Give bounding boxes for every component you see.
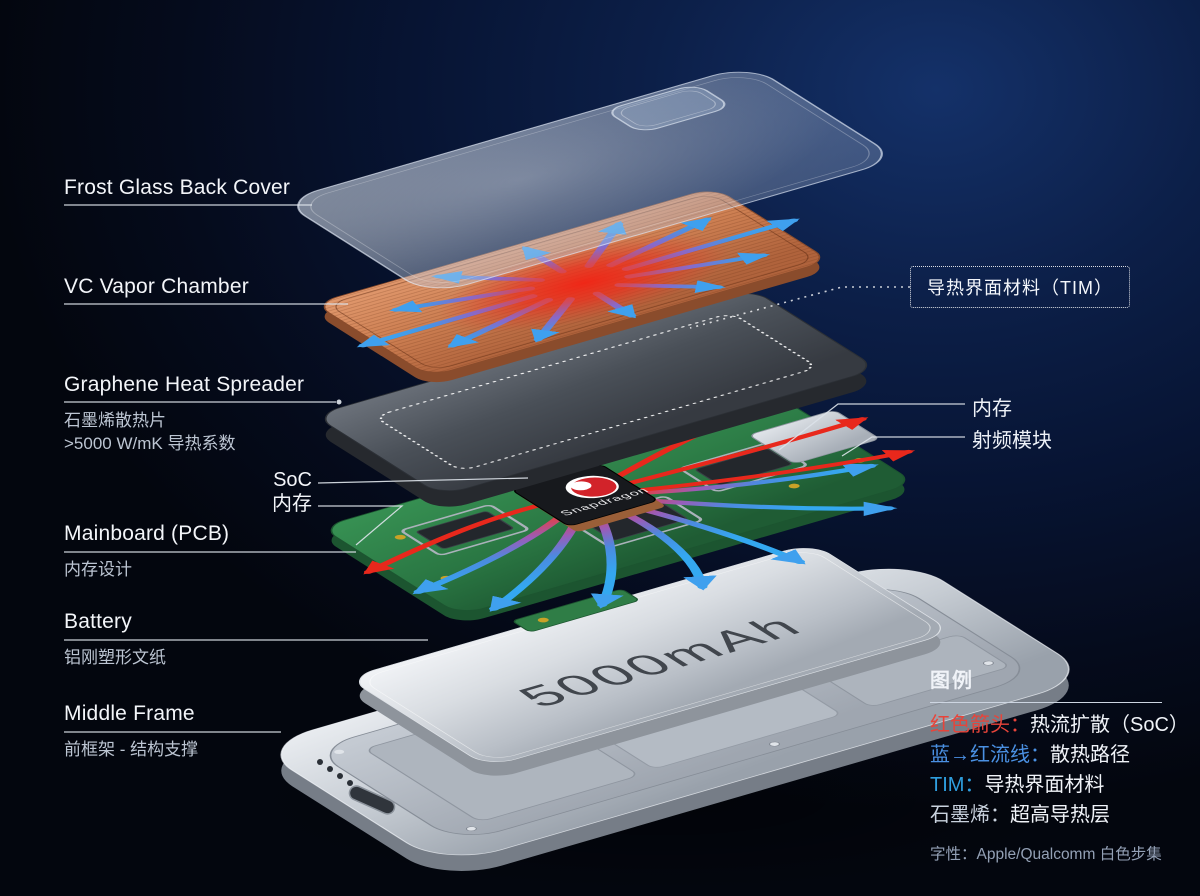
leader-rf-module	[841, 436, 965, 457]
label-soc: SoC 内存	[232, 468, 312, 516]
middle-frame-title: Middle Frame	[64, 702, 195, 725]
legend-key: TIM：	[930, 774, 985, 796]
mainboard-layer: Snapdragon	[330, 393, 916, 621]
tim-callout-box: 导热界面材料（TIM）	[910, 266, 1130, 308]
battery-layer: 5000mAh	[359, 548, 941, 776]
leader-lines	[64, 204, 965, 733]
legend-item-red-arrow: 红色箭头：热流扩散（SoC）	[930, 714, 1189, 736]
graphene-sub1: 石墨烯散热片	[64, 411, 166, 430]
legend-key: 石墨烯：	[930, 804, 1010, 826]
leader-memory-right	[778, 403, 965, 451]
tim-dotted-outline	[379, 315, 813, 469]
legend-item-tim: TIM：导热界面材料	[930, 774, 1180, 796]
legend-desc: 热流扩散（SoC）	[1030, 714, 1189, 736]
leader-soc	[317, 477, 529, 484]
label-middle-frame: Middle Frame 前框架 - 结构支撑	[64, 701, 198, 761]
soc-chip: Snapdragon	[514, 465, 664, 532]
label-battery: Battery 铝刚塑形文纸	[64, 609, 166, 669]
leader-tim-dotted	[689, 286, 910, 329]
label-vc-vapor-chamber: VC Vapor Chamber	[64, 274, 249, 300]
legend-footnote: 字性：Apple/Qualcomm 白色步集	[930, 846, 1162, 863]
graphene-subtext: 石墨烯散热片 >5000 W/mK 导热系数	[64, 409, 304, 455]
graphene-sub2: >5000 W/mK 导热系数	[64, 434, 236, 453]
frost-glass-layer	[297, 71, 883, 289]
frost-glass-title: Frost Glass Back Cover	[64, 176, 291, 199]
legend-desc: 散热路径	[1050, 744, 1130, 766]
frame-port-details	[317, 759, 396, 815]
mainboard-title: Mainboard (PCB)	[64, 522, 230, 545]
leader-graphene-dot	[336, 399, 342, 405]
label-frost-glass: Frost Glass Back Cover	[64, 175, 290, 201]
vc-title: VC Vapor Chamber	[64, 275, 249, 298]
soc-label: SoC	[273, 469, 312, 491]
usb-c-port	[348, 785, 396, 815]
legend: 图例 红色箭头：热流扩散（SoC） 蓝→红流线：散热路径 TIM：导热界面材料 …	[930, 664, 1189, 864]
soc-memory-label: 内存	[272, 493, 312, 515]
legend-desc: 导热界面材料	[984, 774, 1105, 796]
graphene-title: Graphene Heat Spreader	[64, 373, 305, 396]
legend-key: 蓝→红流线：	[930, 744, 1050, 766]
label-graphene: Graphene Heat Spreader 石墨烯散热片 >5000 W/mK…	[64, 372, 304, 455]
battery-title: Battery	[64, 610, 132, 633]
mainboard-subtext: 内存设计	[64, 560, 132, 579]
legend-desc: 超高导热层	[1010, 804, 1110, 826]
battery-subtext: 铝刚塑形文纸	[64, 648, 166, 667]
legend-item-blue-red-stream: 蓝→红流线：散热路径	[930, 744, 1180, 766]
legend-title: 图例	[930, 670, 974, 692]
legend-key: 红色箭头：	[930, 714, 1030, 736]
legend-divider	[930, 702, 1162, 703]
rf-module-callout: 射频模块	[972, 430, 1052, 452]
leader-soc-memory	[318, 505, 404, 546]
middle-frame-subtext: 前框架 - 结构支撑	[64, 740, 199, 759]
legend-item-graphene: 石墨烯：超高导热层	[930, 804, 1180, 826]
camera-cutout	[611, 86, 726, 131]
label-mainboard: Mainboard (PCB) 内存设计	[64, 521, 229, 581]
snapdragon-logo	[565, 475, 619, 499]
memory-callout: 内存	[972, 398, 1012, 420]
